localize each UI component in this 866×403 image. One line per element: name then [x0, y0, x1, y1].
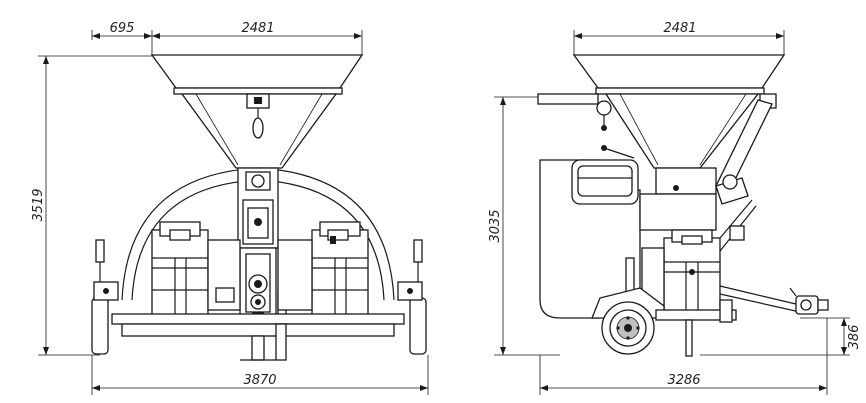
dim-front-top-offset: 695 — [91, 21, 153, 55]
front-right-tank — [277, 221, 369, 321]
dim-front-height: 3519 — [31, 55, 152, 356]
front-view: 695 2481 3519 3870 — [31, 21, 429, 395]
dim-side-bottom-length: 3286 — [539, 318, 828, 395]
side-view: 2481 3035 3286 386 — [488, 21, 862, 395]
dim-side-top-width: 2481 — [573, 21, 785, 55]
label-side-height: 3035 — [488, 209, 503, 242]
side-tank — [625, 229, 721, 319]
side-wheel — [591, 287, 665, 355]
dim-side-hitch-height: 386 — [700, 317, 862, 356]
label-side-bottom-length: 3286 — [667, 373, 700, 388]
side-hopper — [537, 54, 786, 191]
front-left-tank — [151, 221, 241, 321]
label-side-hitch-height: 386 — [847, 325, 862, 350]
label-front-top-width: 2481 — [241, 21, 274, 36]
label-side-top-width: 2481 — [663, 21, 696, 36]
label-front-top-offset: 695 — [110, 21, 135, 36]
side-body — [539, 159, 757, 319]
label-front-bottom-width: 3870 — [243, 373, 276, 388]
dim-front-bottom-width: 3870 — [91, 355, 429, 395]
front-left-wheel — [91, 239, 119, 355]
front-hopper — [150, 54, 364, 169]
side-hitch — [789, 287, 829, 315]
front-base-frame — [111, 313, 405, 361]
dim-front-top-width: 2481 — [152, 21, 363, 55]
front-right-wheel — [397, 239, 427, 355]
side-chassis — [655, 285, 801, 357]
dim-side-height: 3035 — [488, 96, 560, 356]
label-front-height: 3519 — [31, 188, 46, 221]
